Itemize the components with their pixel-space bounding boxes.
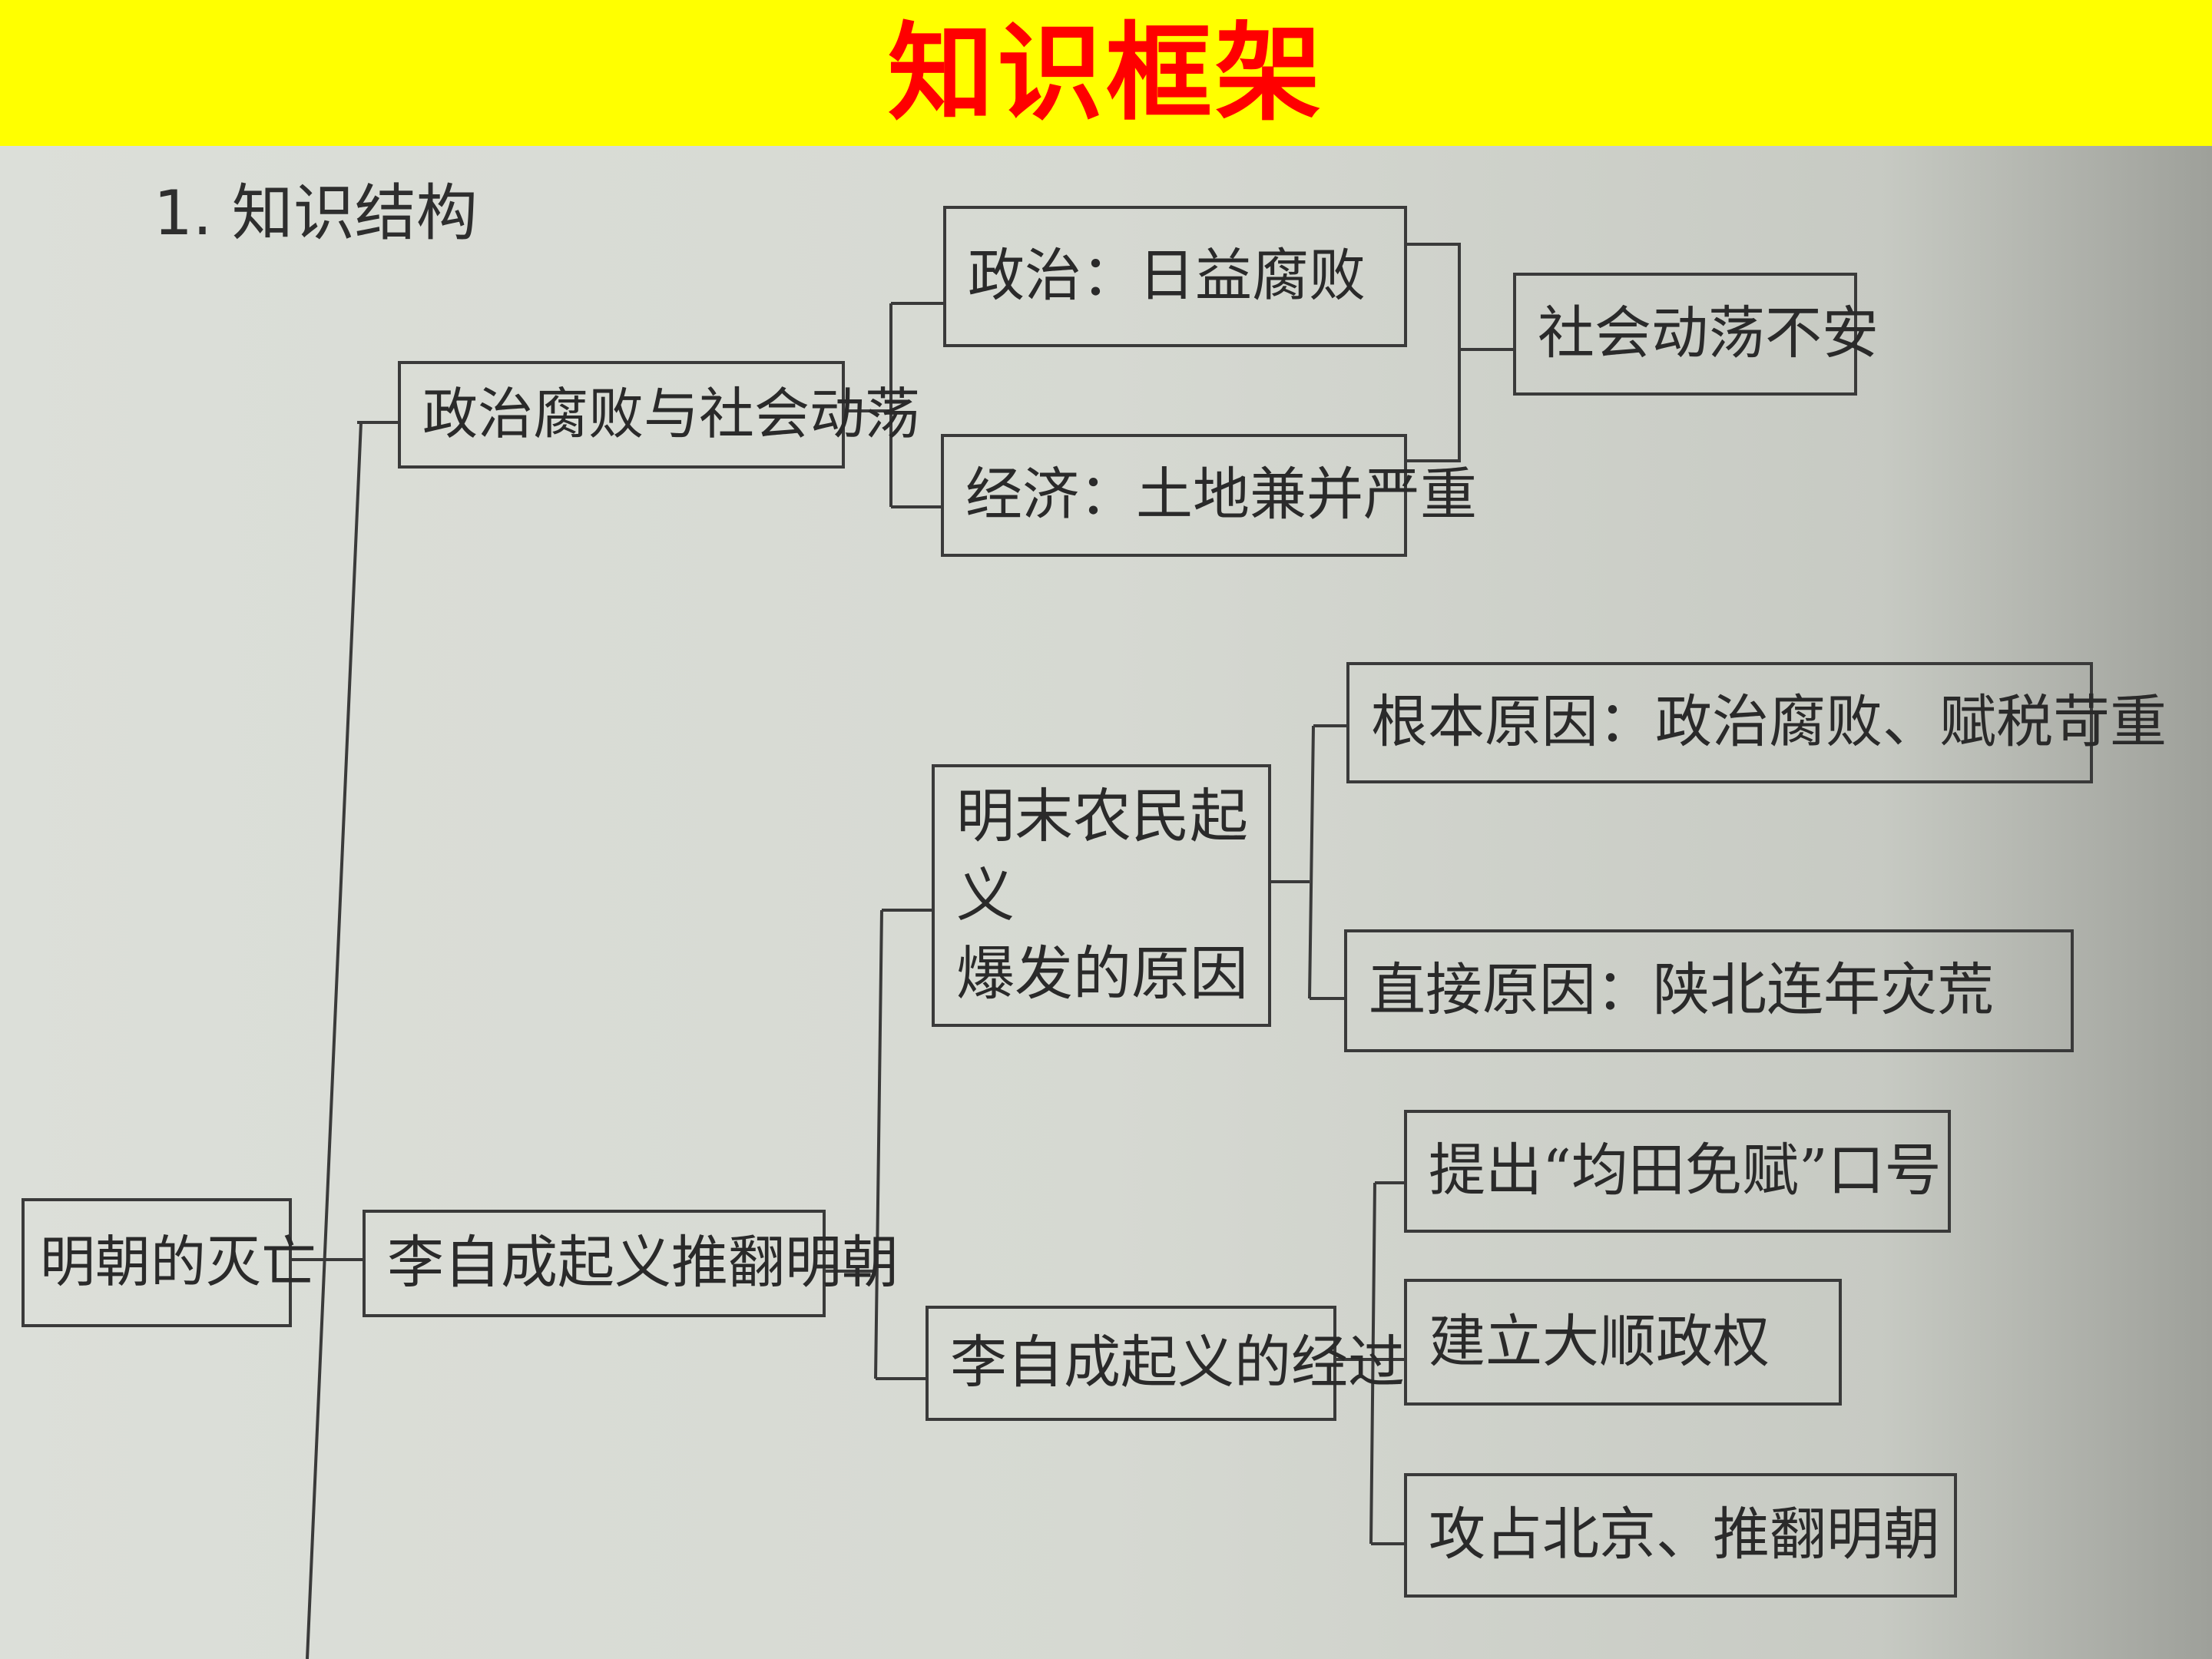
result-node: 社会动荡不安: [1513, 273, 1879, 396]
branch1-result-connector: [1407, 243, 1515, 462]
root-label: 明朝的灭亡: [40, 1230, 317, 1295]
branch2-node: 李自成起义推翻明朝: [363, 1210, 899, 1317]
slogan-label: 提出“均田免赋”口号: [1429, 1137, 1942, 1204]
regime-node: 建立大顺政权: [1404, 1279, 1842, 1406]
textbook-page: [0, 146, 2212, 1659]
result-label: 社会动荡不安: [1538, 300, 1879, 367]
fundamental-cause-node: 根本原因：政治腐败、赋税苛重: [1346, 662, 2167, 783]
politics-label: 政治：日益腐败: [968, 243, 1366, 310]
causes-label: 明末农民起义 爆发的原因: [956, 782, 1248, 1008]
branch1-connector: [845, 302, 945, 508]
politics-node: 政治：日益腐败: [943, 206, 1407, 347]
capture-label: 攻占北京、推翻明朝: [1429, 1502, 1940, 1568]
causes-node: 明末农民起义 爆发的原因: [932, 764, 1271, 1027]
root-node: 明朝的灭亡: [22, 1198, 316, 1327]
fundamental-cause-label: 根本原因：政治腐败、赋税苛重: [1371, 689, 2167, 756]
economy-label: 经济：土地兼并严重: [965, 462, 1477, 528]
direct-cause-node: 直接原因：陕北连年灾荒: [1344, 929, 2074, 1052]
direct-cause-label: 直接原因：陕北连年灾荒: [1369, 957, 1994, 1024]
section-title: 1. 知识结构: [154, 177, 478, 249]
capture-node: 攻占北京、推翻明朝: [1404, 1473, 1957, 1598]
process-connector: [1336, 1181, 1406, 1545]
branch1-label: 政治腐败与社会动荡: [422, 382, 921, 447]
causes-connector: [1271, 724, 1348, 1000]
title-banner: 知识框架: [0, 0, 2212, 146]
process-node: 李自成起义的经过: [926, 1306, 1405, 1421]
banner-title: 知识框架: [887, 10, 1324, 135]
slogan-node: 提出“均田免赋”口号: [1404, 1110, 1951, 1233]
trunk-connector: [306, 422, 363, 1659]
regime-label: 建立大顺政权: [1429, 1308, 1770, 1375]
branch2-connector: [826, 909, 933, 1380]
branch2-label: 李自成起义推翻明朝: [387, 1230, 899, 1296]
economy-node: 经济：土地兼并严重: [941, 434, 1477, 557]
branch1-node: 政治腐败与社会动荡: [398, 361, 920, 469]
process-label: 李自成起义的经过: [950, 1330, 1405, 1396]
